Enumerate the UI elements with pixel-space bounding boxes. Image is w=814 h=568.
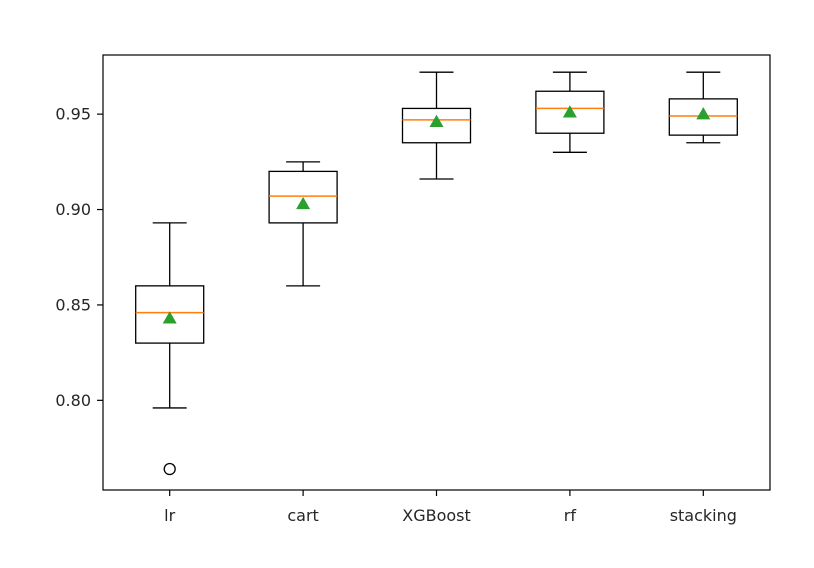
box-stacking <box>668 71 738 144</box>
x-tick-label: rf <box>564 506 577 525</box>
y-tick-label: 0.85 <box>55 295 91 314</box>
iqr-box <box>135 285 205 344</box>
box-lr <box>135 222 205 476</box>
x-tick-label: stacking <box>670 506 737 525</box>
x-tick-label: XGBoost <box>402 506 471 525</box>
iqr-box <box>268 170 338 224</box>
box-rf <box>535 71 605 153</box>
y-axis: 0.80 0.85 0.90 0.95 <box>55 105 103 410</box>
box-cart <box>268 161 338 287</box>
mean-marker <box>296 196 311 210</box>
x-tick-label: cart <box>287 506 318 525</box>
box-XGBoost <box>401 71 472 180</box>
mean-marker <box>562 105 577 118</box>
outlier-point <box>163 462 176 476</box>
iqr-box <box>535 90 605 134</box>
boxes-group <box>135 71 738 476</box>
x-tick-label: lr <box>164 506 175 525</box>
mean-marker <box>162 311 177 324</box>
x-axis: lr cart XGBoost rf stacking <box>164 490 737 525</box>
mean-marker <box>696 107 711 120</box>
mean-marker <box>429 114 444 128</box>
y-tick-label: 0.80 <box>55 391 91 410</box>
iqr-box <box>401 107 472 144</box>
y-tick-label: 0.90 <box>55 200 91 219</box>
iqr-box <box>668 98 738 136</box>
y-tick-label: 0.95 <box>55 105 91 124</box>
